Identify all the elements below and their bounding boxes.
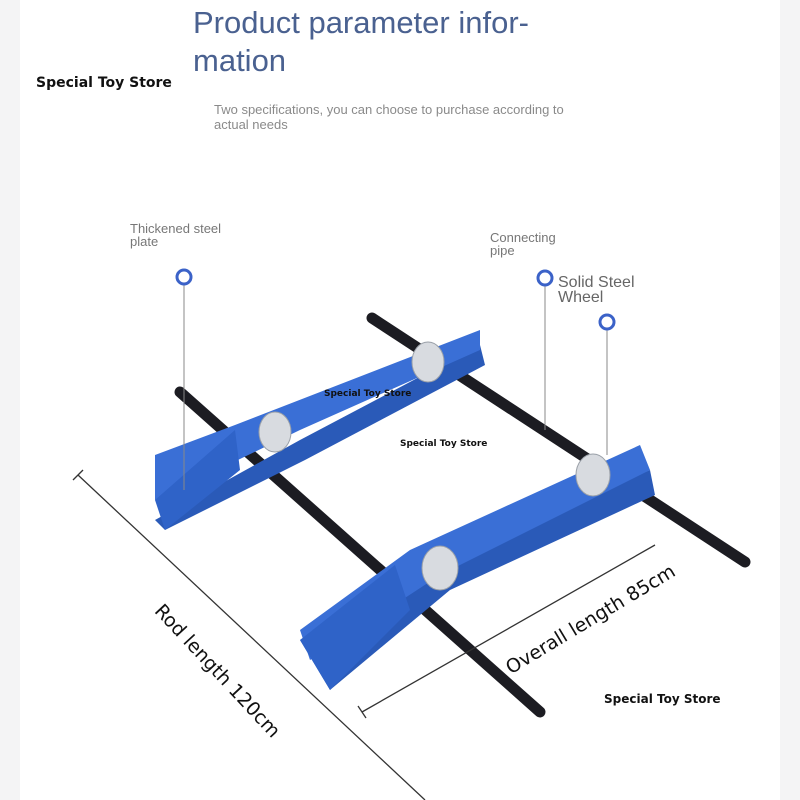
right-ramp <box>300 565 410 690</box>
store-watermark: Special Toy Store <box>400 439 488 449</box>
store-watermark: Special Toy Store <box>604 692 721 706</box>
title-line-1: Product parameter infor- <box>193 5 529 40</box>
store-watermark: Special Toy Store <box>36 75 172 91</box>
right-frame-side <box>300 470 655 690</box>
callout-thickened-steel-plate: Thickened steel plate <box>130 221 222 249</box>
left-frame-side <box>155 345 485 530</box>
title-line-2: mation <box>193 43 287 78</box>
callout-lines <box>183 284 608 490</box>
subtitle: Two specifications, you can choose to pu… <box>214 102 564 132</box>
callout-solid-steel-wheel: Solid Steel Wheel <box>558 274 635 306</box>
page-title: Product parameter infor- mation <box>193 4 593 80</box>
dimension-lines <box>72 469 656 800</box>
rods <box>174 312 751 718</box>
left-ramp <box>155 430 240 530</box>
callout-dots <box>175 268 616 331</box>
callout-connecting-pipe: Connecting pipe <box>490 230 556 258</box>
store-watermark: Special Toy Store <box>324 389 412 399</box>
steel-wheels <box>258 341 611 591</box>
